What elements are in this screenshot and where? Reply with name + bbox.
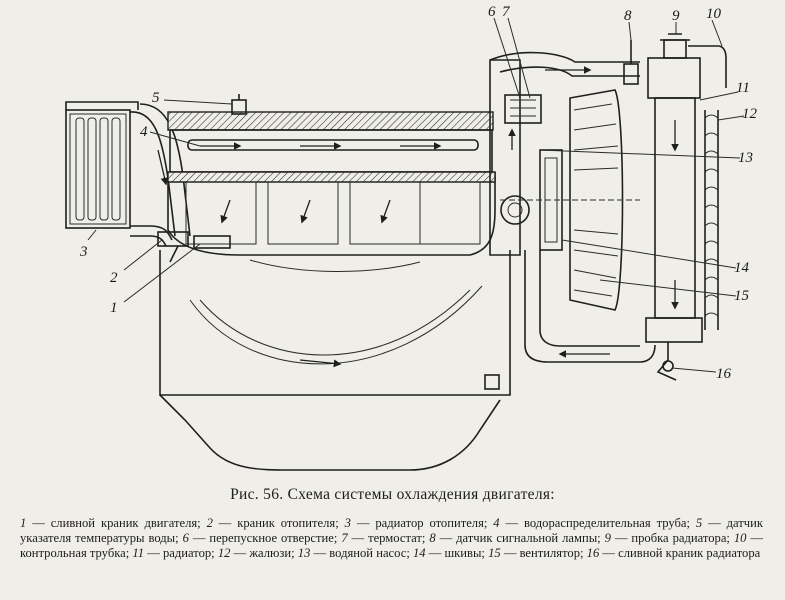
legend-item: 4 — водораспределительная труба;	[493, 516, 696, 530]
legend-item: 10 — контрольная трубка;	[20, 531, 763, 560]
callout-labels: 5 4 3 2 1 6 7 8 9 10 11 12 13 14 15 16	[79, 4, 758, 382]
legend-item: 12 — жалюзи;	[217, 546, 298, 560]
water-pump-thermostat	[489, 51, 656, 363]
radiator	[623, 33, 727, 381]
legend-item: 7 — термостат;	[341, 531, 430, 545]
callout-5: 5	[152, 90, 160, 106]
legend-item: 1 — сливной краник двигателя;	[20, 516, 207, 530]
legend-item: 5 — датчик указателя температуры воды;	[20, 516, 763, 545]
legend-item: 2 — краник отопителя;	[206, 516, 345, 530]
callout-12: 12	[742, 106, 758, 122]
callout-7: 7	[502, 4, 511, 20]
figure-legend: 1 — сливной краник двигателя; 2 — краник…	[20, 516, 763, 561]
figure-caption: Рис. 56. Схема системы охлаждения двигат…	[230, 486, 555, 503]
callout-16: 16	[716, 366, 732, 382]
callout-9: 9	[672, 8, 680, 24]
leader-lines	[87, 17, 745, 373]
callout-14: 14	[734, 260, 750, 276]
callout-4: 4	[140, 124, 148, 140]
callout-8: 8	[624, 8, 632, 24]
legend-item: 11 — радиатор;	[132, 546, 218, 560]
callout-10: 10	[706, 6, 722, 22]
callout-6: 6	[488, 4, 496, 20]
shutters	[704, 110, 719, 330]
legend-item: 8 — датчик сигнальной лампы;	[429, 531, 605, 545]
callout-3: 3	[79, 244, 88, 260]
legend-item: 15 — вентилятор;	[488, 546, 587, 560]
legend-item: 14 — шкивы;	[412, 546, 489, 560]
callout-15: 15	[734, 288, 750, 304]
legend-item: 16 — сливной краник радиатора	[586, 546, 761, 560]
heater-radiator	[65, 101, 139, 229]
engine-block	[157, 94, 511, 471]
cooling-system-diagram: 5 4 3 2 1 6 7 8 9 10 11 12 13 14 15 16	[65, 4, 758, 471]
legend-item: 6 — перепускное отверстие;	[182, 531, 342, 545]
callout-11: 11	[736, 80, 750, 96]
callout-2: 2	[110, 270, 118, 286]
legend-item: 3 — радиатор отопителя;	[344, 516, 494, 530]
callout-1: 1	[110, 300, 118, 316]
legend-item: 13 — водяной насос;	[297, 546, 413, 560]
callout-13: 13	[738, 150, 753, 166]
legend-item: 9 — пробка радиатора;	[604, 531, 734, 545]
